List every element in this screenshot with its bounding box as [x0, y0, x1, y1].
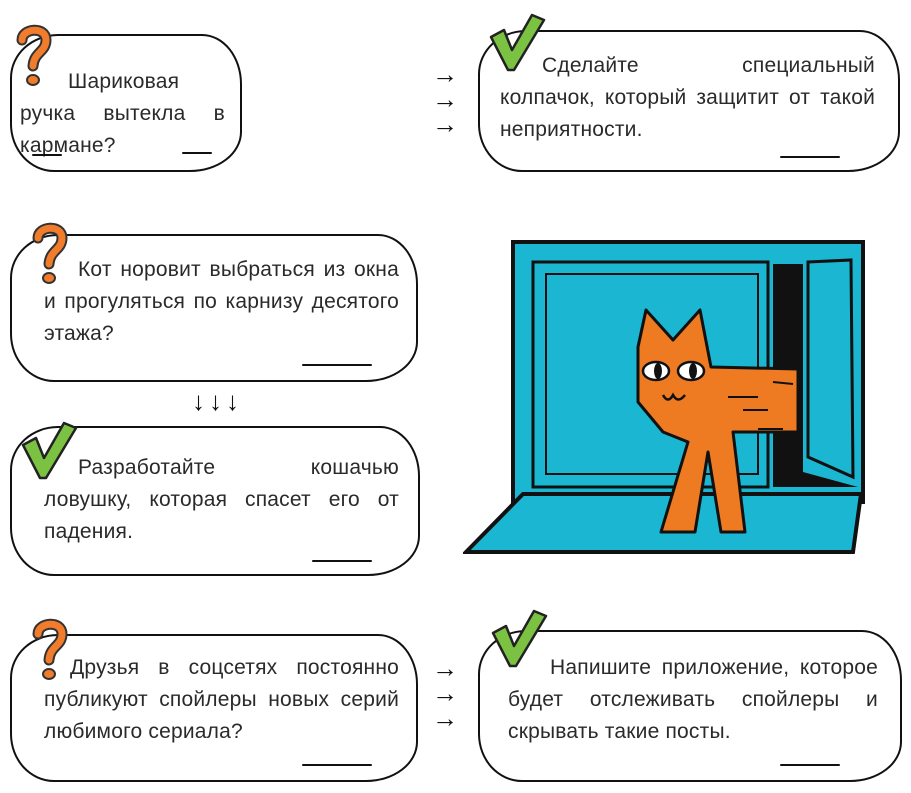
divider: [780, 156, 840, 158]
divider: [302, 764, 372, 766]
arrows-right: → → →: [432, 653, 458, 733]
question-mark-icon: [32, 618, 68, 680]
cat-in-window-illustration: [463, 240, 865, 554]
solution-text: Напишите приложение, которое будет отсле…: [508, 656, 878, 743]
divider: [182, 152, 212, 154]
divider: [780, 764, 840, 766]
checkmark-icon: [21, 421, 78, 480]
problem-text: Шариковая ручка вытекла в кармане?: [20, 70, 225, 157]
problem-text: Кот норовит выбраться из окна и прогулят…: [44, 258, 399, 345]
checkmark-icon: [489, 13, 546, 72]
solution-text: Сделайте специальный колпачок, который з…: [500, 54, 875, 141]
arrows-down: ↓↓↓: [192, 386, 243, 416]
problem-text: Друзья в соцсетях постоянно публикуют сп…: [44, 656, 399, 743]
solution-bubble-trap: Разработайте кошачью ловушку, которая сп…: [10, 426, 420, 576]
solution-text: Разработайте кошачью ловушку, которая сп…: [44, 456, 399, 543]
divider: [302, 364, 372, 366]
question-mark-icon: [16, 24, 52, 86]
problem-bubble-cat: Кот норовит выбраться из окна и прогулят…: [10, 234, 418, 382]
divider: [312, 560, 372, 562]
divider: [32, 154, 62, 156]
solution-bubble-app: Напишите приложение, которое будет отсле…: [478, 630, 902, 782]
solution-bubble-cap: Сделайте специальный колпачок, который з…: [478, 30, 900, 172]
checkmark-icon: [491, 609, 548, 668]
question-mark-icon: [32, 222, 68, 284]
arrows-right: → → →: [432, 59, 458, 139]
problem-bubble-spoilers: Друзья в соцсетях постоянно публикуют сп…: [10, 634, 418, 782]
problem-bubble-pen: Шариковая ручка вытекла в кармане?: [10, 34, 242, 172]
